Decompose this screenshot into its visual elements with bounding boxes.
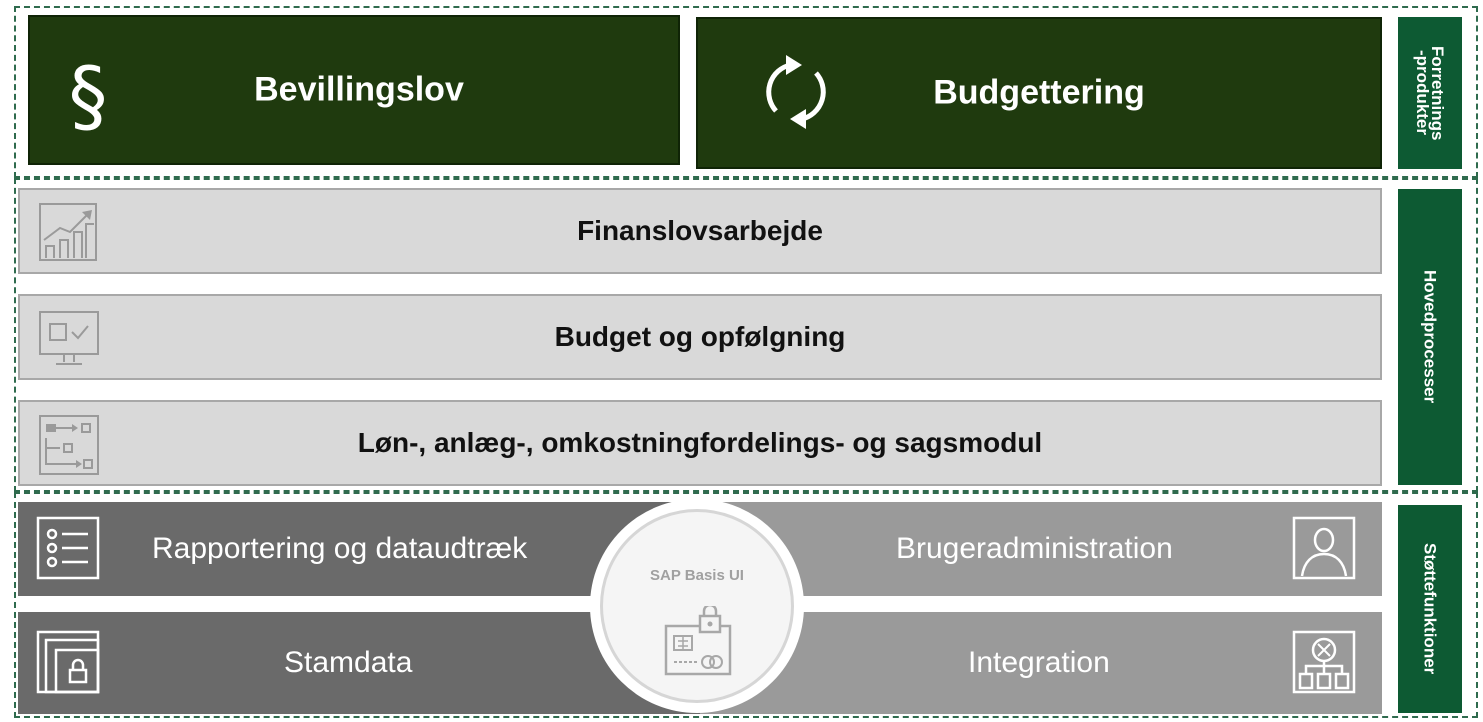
- support-reporting: Rapportering og dataudtræk: [18, 502, 700, 596]
- process-finanslovsarbejde: Finanslovsarbejde: [18, 188, 1382, 274]
- budgettering-title: Budgettering: [933, 73, 1145, 112]
- process-label: Finanslovsarbejde: [577, 215, 823, 246]
- support-user-admin: Brugeradministration: [700, 502, 1382, 596]
- support-integration: Integration: [700, 612, 1382, 714]
- support-functions-tag: Støttefunktioner: [1398, 505, 1462, 713]
- secure-card-icon: [664, 606, 732, 676]
- refresh-cycle-icon: [766, 55, 826, 129]
- main-processes-tag: Hovedprocesser: [1398, 189, 1462, 485]
- business-products-tag-label: Forretnings -produkter: [1413, 45, 1447, 141]
- growth-chart-icon: [39, 203, 97, 261]
- process-label: Budget og opfølgning: [554, 321, 846, 352]
- sap-basis-label: SAP Basis UI: [650, 567, 744, 584]
- business-products-tag: Forretnings -produkter: [1398, 17, 1462, 169]
- user-profile-icon: [1292, 516, 1356, 580]
- flow-list-icon: [39, 415, 99, 475]
- main-processes-tag-label: Hovedprocesser: [1420, 270, 1440, 404]
- bevillingslov-box: § Bevillingslov: [28, 15, 680, 165]
- support-functions-tag-label: Støttefunktioner: [1420, 543, 1440, 675]
- sap-basis-circle: [600, 509, 794, 703]
- list-bullets-icon: [36, 516, 100, 580]
- reporting-label: Rapportering og dataudtræk: [152, 532, 528, 565]
- section-sign-icon: §: [69, 57, 108, 137]
- process-label: Løn-, anlæg-, omkostningfordelings- og s…: [357, 427, 1043, 458]
- user-admin-label: Brugeradministration: [896, 532, 1173, 565]
- svg-text:§: §: [69, 57, 108, 137]
- monitor-check-icon: [39, 311, 99, 365]
- support-master-data: Stamdata: [18, 612, 700, 714]
- integration-label: Integration: [968, 646, 1110, 679]
- support-functions-frame: [14, 492, 1478, 718]
- bevillingslov-title: Bevillingslov: [254, 70, 464, 109]
- integration-network-icon: [1292, 630, 1356, 694]
- process-budget-opfoelgning: Budget og opfølgning: [18, 294, 1382, 380]
- main-processes-frame: [14, 178, 1478, 492]
- locked-documents-icon: [36, 630, 100, 694]
- master-data-label: Stamdata: [284, 646, 413, 679]
- budgettering-box: Budgettering: [696, 17, 1382, 169]
- process-loen-anlaeg-modul: Løn-, anlæg-, omkostningfordelings- og s…: [18, 400, 1382, 486]
- business-products-frame: [14, 6, 1478, 178]
